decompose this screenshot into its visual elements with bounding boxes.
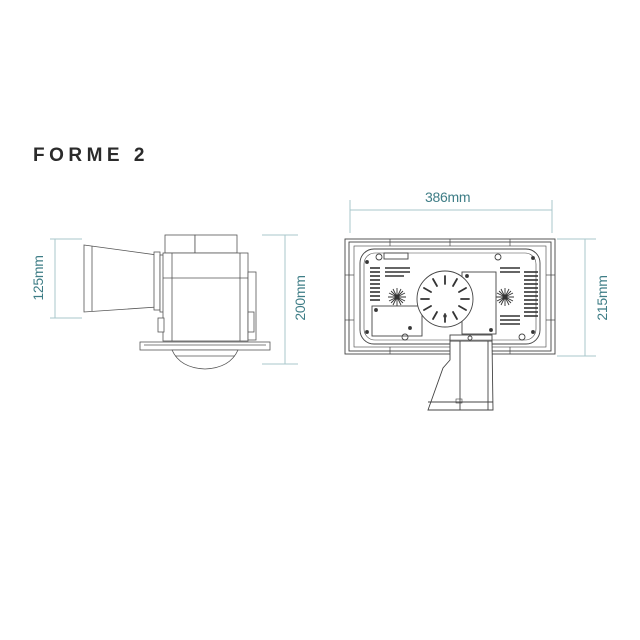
product-title: FORME 2 xyxy=(33,145,149,166)
dimension-lines xyxy=(50,200,596,365)
front-view-drawing xyxy=(344,238,556,411)
side-view-drawing xyxy=(83,234,271,370)
width-label: 386mm xyxy=(425,189,471,205)
